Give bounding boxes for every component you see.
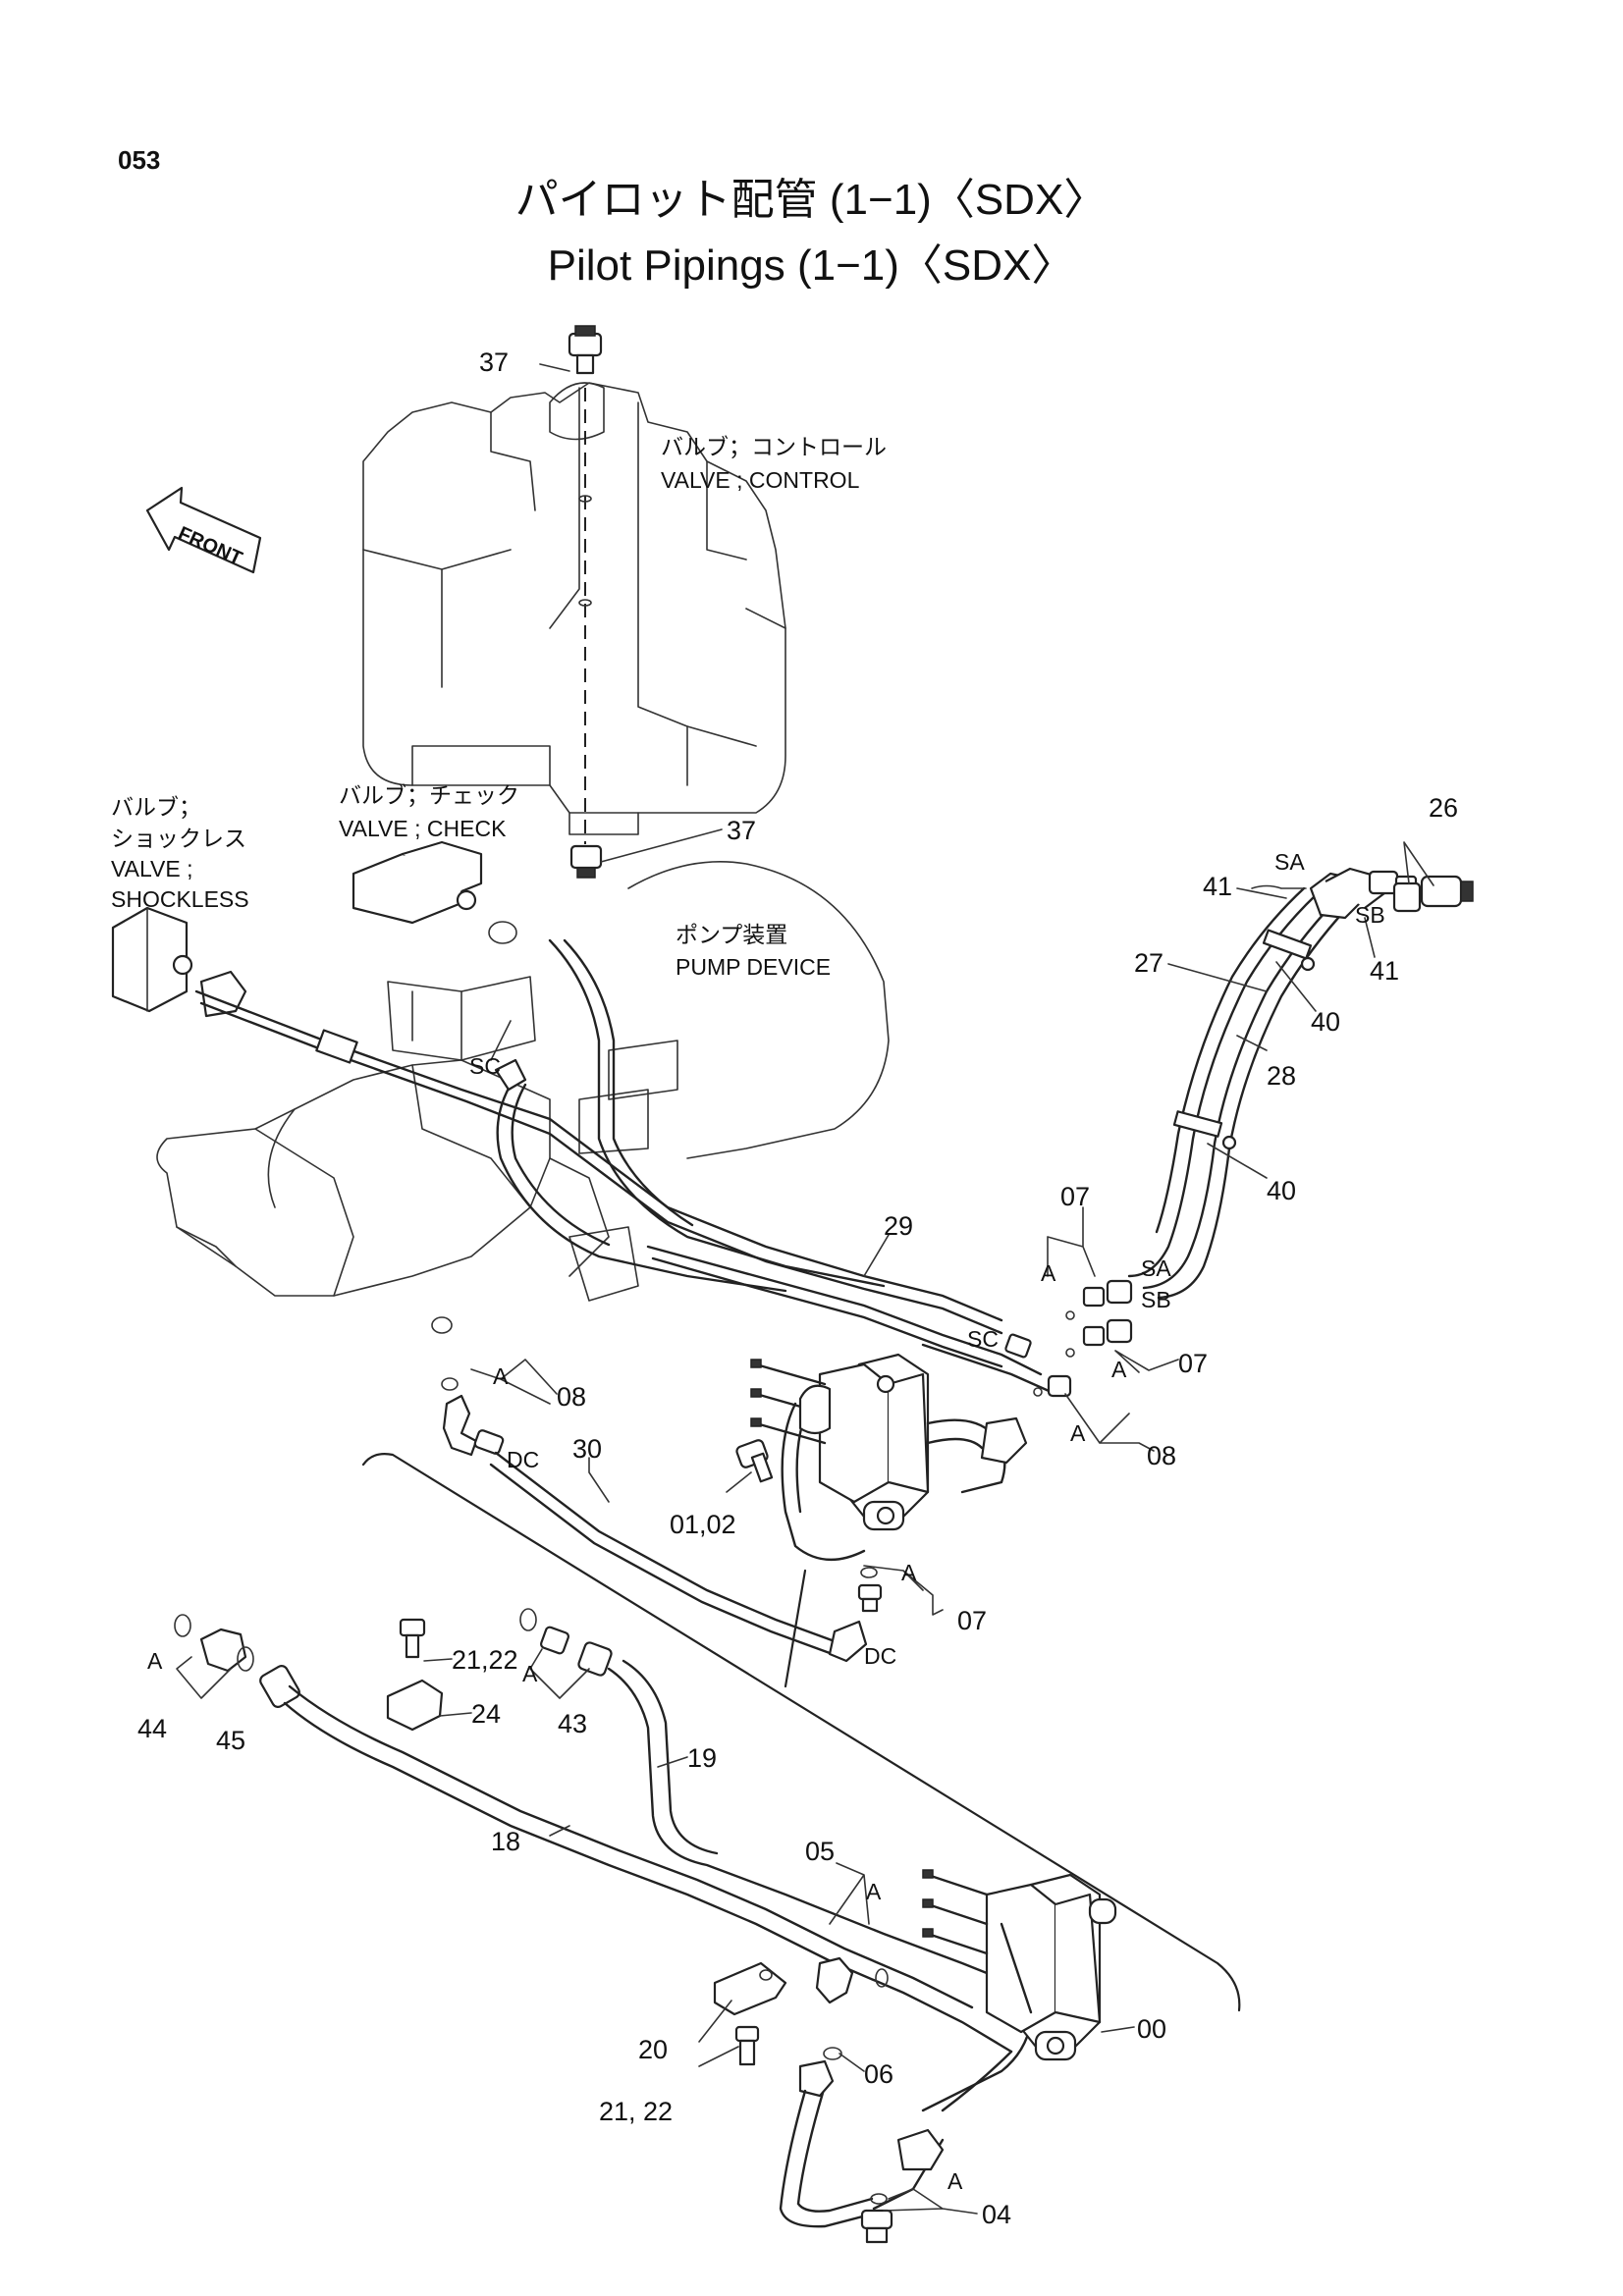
port-a-1: A — [1041, 1260, 1056, 1286]
check-valve-label-en: VALVE ; CHECK — [339, 816, 507, 841]
pipe-group-upper — [194, 938, 1057, 1396]
pipes-27-28 — [1127, 886, 1349, 1300]
callout-21-22-top: 21,22 — [452, 1645, 518, 1675]
front-arrow-icon: FRONT — [145, 486, 262, 574]
callout-24: 24 — [471, 1699, 501, 1729]
port-a-4: A — [493, 1363, 509, 1389]
check-valve-label-jp: バルブ；チェック — [339, 782, 519, 808]
callout-30: 30 — [572, 1434, 602, 1464]
page-number: 053 — [118, 145, 160, 175]
lower-fittings — [174, 1608, 613, 1732]
port-sc-right: SC — [967, 1326, 999, 1352]
elbow-05 — [815, 1956, 889, 2060]
port-dc-bottom: DC — [864, 1643, 896, 1669]
manifold-upper-drawing — [750, 1353, 1028, 1562]
pump-device-drawing — [156, 861, 890, 1334]
shockless-label-en1: VALVE ; — [111, 856, 193, 881]
callout-41-right: 41 — [1370, 956, 1399, 986]
shockless-valve-drawing — [111, 906, 247, 1018]
port-a-3: A — [1070, 1420, 1086, 1446]
callout-01-02: 01,02 — [670, 1510, 736, 1539]
callout-37-bottom: 37 — [727, 816, 756, 845]
shockless-label-en2: SHOCKLESS — [111, 886, 249, 912]
group-divider-line — [361, 1453, 1241, 2012]
callout-29: 29 — [884, 1211, 913, 1241]
callout-08-right: 08 — [1147, 1441, 1176, 1470]
port-sb-top: SB — [1355, 902, 1385, 928]
callout-45: 45 — [216, 1726, 245, 1755]
callout-07-mid: 07 — [1178, 1349, 1208, 1378]
callout-40-lower: 40 — [1267, 1176, 1296, 1205]
callout-19: 19 — [687, 1743, 717, 1773]
callout-40-top: 40 — [1311, 1007, 1340, 1037]
pump-device-label-en: PUMP DEVICE — [676, 954, 831, 980]
manifold-lower-drawing — [922, 1869, 1117, 2061]
callout-26: 26 — [1429, 793, 1458, 823]
shockless-label-jp2: ショックレス — [111, 826, 246, 851]
callouts: 37 37 26 41 41 27 40 28 40 07 07 08 29 0… — [137, 347, 1458, 2229]
leader-lines — [176, 363, 1434, 2215]
clamp-20 — [713, 1961, 787, 2066]
callout-41-left: 41 — [1203, 872, 1232, 901]
port-a-5: A — [901, 1560, 917, 1585]
callout-28: 28 — [1267, 1061, 1296, 1091]
plug-37-top — [568, 325, 603, 375]
port-a-9: A — [947, 2168, 963, 2194]
divider-tick — [784, 1569, 807, 1688]
pipes-18-19 — [283, 1659, 1033, 2112]
callout-43: 43 — [558, 1709, 587, 1738]
callout-07-bottom: 07 — [957, 1606, 987, 1635]
title-english: Pilot Pipings (1−1)〈SDX〉 — [548, 241, 1075, 290]
port-a-7: A — [522, 1661, 538, 1686]
component-labels: バルブ；コントロール VALVE ; CONTROL バルブ；チェック VALV… — [111, 434, 887, 980]
hose-fittings-26-41 — [1309, 867, 1474, 920]
control-valve-label-en: VALVE ; CONTROL — [661, 467, 860, 493]
callout-04: 04 — [982, 2200, 1011, 2229]
callout-07-top: 07 — [1060, 1182, 1090, 1211]
port-a-6: A — [147, 1648, 163, 1674]
pump-device-label-jp: ポンプ装置 — [676, 922, 787, 947]
pipe-30 — [489, 1451, 868, 1663]
control-valve-drawing — [362, 382, 786, 844]
callout-37-top: 37 — [479, 347, 509, 377]
port-sa-top: SA — [1274, 849, 1305, 875]
title-japanese: パイロット配管 (1−1)〈SDX〉 — [515, 176, 1108, 224]
fittings-upper — [441, 1279, 1133, 1613]
port-sc-left: SC — [469, 1053, 501, 1079]
bolt-01-02 — [735, 1439, 774, 1483]
port-dc-top: DC — [507, 1447, 539, 1472]
callout-21-22-bottom: 21, 22 — [599, 2097, 673, 2126]
callout-18: 18 — [491, 1827, 520, 1856]
port-a-8: A — [866, 1879, 882, 1904]
callout-20: 20 — [638, 2035, 668, 2064]
shockless-label-jp1: バルブ； — [111, 794, 201, 820]
port-sa-lower: SA — [1141, 1255, 1171, 1281]
control-valve-label-jp: バルブ；コントロール — [661, 434, 887, 459]
port-a-2: A — [1111, 1357, 1127, 1382]
lower-loop-pipe — [779, 2059, 945, 2244]
callout-27: 27 — [1134, 948, 1163, 978]
callout-08-left: 08 — [557, 1382, 586, 1412]
port-sb-lower: SB — [1141, 1287, 1171, 1312]
callout-06: 06 — [864, 2059, 893, 2089]
port-letters: SA SB SA SB SC SC DC DC A A A A A A A A … — [147, 849, 1385, 2194]
callout-44: 44 — [137, 1714, 167, 1743]
check-valve-drawing — [352, 840, 517, 944]
callout-00: 00 — [1137, 2014, 1166, 2044]
callout-05: 05 — [805, 1837, 835, 1866]
plug-37-bottom — [569, 844, 603, 879]
